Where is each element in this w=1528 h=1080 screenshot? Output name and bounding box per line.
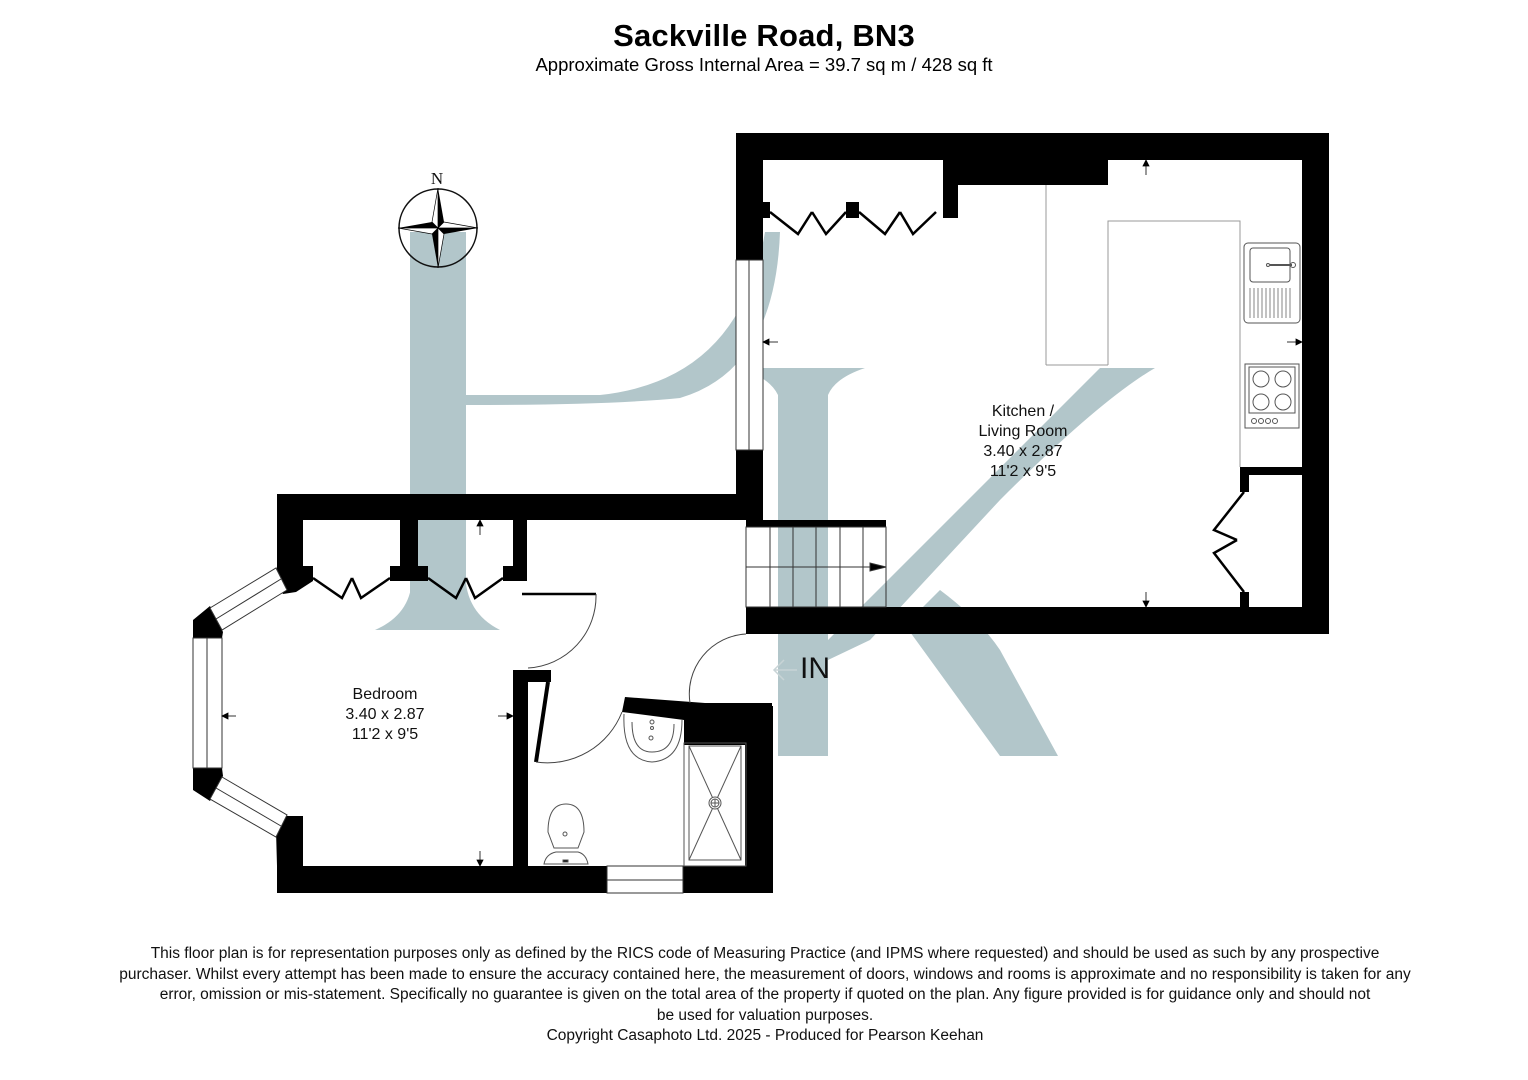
compass-north-label: N [431, 169, 443, 188]
bathroom-window [606, 865, 684, 894]
disclaimer-line: purchaser. Whilst every attempt has been… [119, 965, 1411, 983]
kitchen-walls [736, 133, 1329, 634]
disclaimer-line: error, omission or mis-statement. Specif… [159, 986, 1371, 1003]
measure-arrows-bedroom [221, 519, 514, 867]
shower-tray-icon [683, 742, 747, 867]
entrance-label: IN [800, 652, 830, 685]
room-name: Living Room [978, 423, 1068, 440]
door-swings [522, 592, 747, 764]
copyright: Copyright Casaphoto Ltd. 2025 - Produced… [546, 1027, 984, 1044]
room-imperial-size: 11'2 x 9'5 [351, 726, 419, 743]
compass-rose-icon [397, 187, 479, 269]
entry-arrow-icon [772, 659, 797, 681]
toilet-icon [543, 803, 589, 865]
wash-basin-icon [623, 713, 683, 763]
room-label-kitchen: Kitchen / Living Room 3.40 x 2.87 11'2 x… [948, 402, 1098, 482]
kitchen-wardrobe-doors [769, 211, 937, 237]
room-name: Bedroom [352, 686, 418, 703]
bay-windows [192, 567, 288, 838]
room-name: Kitchen / [991, 403, 1055, 420]
plan-header: Sackville Road, BN3 Approximate Gross In… [0, 18, 1528, 76]
kitchen-window [735, 259, 764, 451]
area-subtitle: Approximate Gross Internal Area = 39.7 s… [535, 54, 993, 75]
cupboard-door [1212, 491, 1245, 593]
page-title: Sackville Road, BN3 [613, 18, 915, 53]
disclaimer-line: This floor plan is for representation pu… [150, 945, 1380, 962]
kitchen-counters [1045, 185, 1241, 467]
room-metric-size: 3.40 x 2.87 [983, 443, 1063, 460]
room-label-bedroom: Bedroom 3.40 x 2.87 11'2 x 9'5 [310, 685, 460, 745]
room-imperial-size: 11'2 x 9'5 [989, 463, 1057, 480]
sink-drainer-icon [1243, 242, 1301, 324]
bedroom-walls [193, 494, 773, 893]
disclaimer-line: be used for valuation purposes. [656, 1006, 874, 1024]
room-metric-size: 3.40 x 2.87 [345, 706, 425, 723]
measure-arrows-kitchen [762, 159, 1303, 608]
stairs-icon [745, 526, 887, 608]
hob-icon [1244, 363, 1300, 429]
disclaimer: This floor plan is for representation pu… [70, 944, 1460, 1047]
bedroom-wardrobe-doors [312, 576, 504, 600]
